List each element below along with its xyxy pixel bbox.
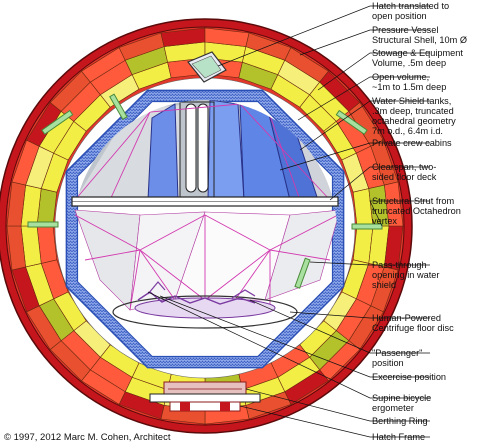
callout-floor-deck: Clearspan, two-sided floor deck [372, 162, 437, 182]
stowage-segment [384, 181, 404, 227]
leader-line [147, 291, 430, 399]
leader-line [299, 100, 430, 151]
callout-line: open position [372, 11, 427, 21]
callout-line: Private crew cabins [372, 138, 452, 148]
leader-line [329, 166, 430, 201]
callout-line: Hatch Frame [372, 432, 425, 442]
callout-line: octahedral geometry [372, 116, 456, 126]
floor-deck [71, 196, 339, 207]
leader-line [369, 200, 430, 227]
leader-line [289, 311, 430, 319]
leader-line [249, 299, 430, 354]
centrifuge-floor-disc [112, 281, 298, 329]
callout-line: "Passenger" [372, 348, 422, 358]
interior [73, 100, 337, 329]
callout-passenger: "Passenger"position [372, 348, 422, 368]
callout-line: Excercise position [372, 372, 446, 382]
callout-line: Pressure Vessel [372, 25, 438, 35]
callout-line: Centrifuge floor disc [372, 323, 454, 333]
callout-line: Volume, .5m deep [372, 58, 446, 68]
leader-line [239, 405, 430, 438]
callout-line: Berthing Ring [372, 416, 428, 426]
callout-line: Open volume, [372, 72, 429, 82]
callout-crew-cabins: Private crew cabins [372, 138, 452, 148]
callout-line: Clearspan, two- [372, 162, 436, 172]
hatch-frame [169, 401, 241, 412]
leader-line [309, 261, 430, 266]
callout-open-volume: Open volume,~1m to 1.5m deep [372, 72, 446, 92]
structural-struts [27, 93, 383, 289]
berthing-ring [149, 381, 261, 403]
callout-line: Pass-through [372, 260, 427, 270]
leader-line [297, 76, 430, 121]
callout-hatch-frame: Hatch Frame [372, 432, 425, 442]
leader-line [217, 5, 430, 67]
callout-line: opening in water [372, 270, 439, 280]
callout-line: ergometer [372, 403, 414, 413]
leader-line [279, 142, 430, 171]
callout-line: Human-Powered [372, 313, 441, 323]
credit-text: © 1997, 2012 Marc M. Cohen, Architect [4, 432, 171, 443]
callout-line: Structural Strut from [372, 196, 455, 206]
callout-line: Stowage & Equipment [372, 48, 463, 58]
leader-line [159, 295, 430, 378]
callout-line: ~1m to 1.5m deep [372, 82, 446, 92]
callout-line: vertex [372, 216, 397, 226]
callout-line: Hatch translated to [372, 1, 449, 11]
callout-line: 7m o.d., 6.4m i.d. [372, 126, 443, 136]
callout-line: Water Shield tanks, [372, 96, 451, 106]
callout-line: .3m deep, truncated [372, 106, 454, 116]
hatch-open-position [187, 51, 227, 83]
leader-line [299, 29, 430, 56]
callout-line: Supine bicycle [372, 393, 431, 403]
leader-line [245, 388, 430, 422]
leader-line [317, 52, 430, 91]
callout-line: position [372, 358, 404, 368]
callout-line: shield [372, 280, 396, 290]
callout-line: Structural Shell, 10m Ø [372, 35, 467, 45]
callout-berthing: Berthing Ring [372, 416, 428, 426]
callout-leader-lines [147, 5, 430, 438]
structural-frame-lines [74, 103, 337, 311]
callout-exercise: Excercise position [372, 372, 446, 382]
callout-line: truncated Octahedron [372, 206, 461, 216]
callout-line: sided floor deck [372, 172, 437, 182]
